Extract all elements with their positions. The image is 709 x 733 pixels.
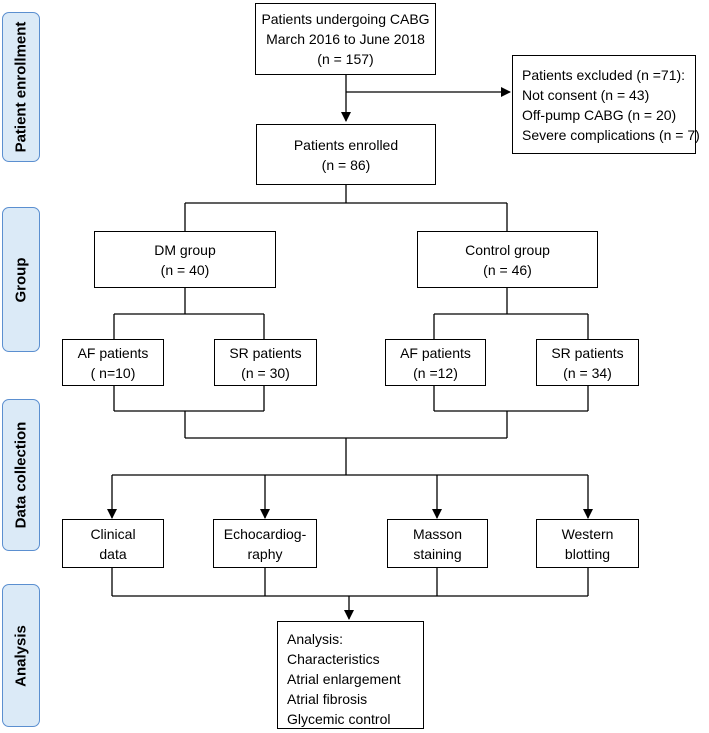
box-line: (n = 46): [483, 261, 532, 278]
box-line: SR patients: [229, 344, 302, 361]
side-label-enrollment: Patient enrollment: [2, 12, 40, 162]
screened-patients-box: Patients undergoing CABG March 2016 to J…: [255, 3, 436, 75]
dm-af-patients-box: AF patients ( n=10): [62, 339, 164, 386]
box-line: Atrial enlargement: [287, 671, 401, 687]
box-line: (n = 34): [563, 364, 612, 381]
side-label-group: Group: [2, 207, 40, 352]
side-label-enrollment-text: Patient enrollment: [12, 21, 30, 153]
excluded-patients-box: Patients excluded (n =71): Not consent (…: [512, 55, 700, 154]
control-sr-patients-box: SR patients (n = 34): [536, 339, 639, 386]
box-line: Atrial fibrosis: [287, 691, 368, 707]
analysis-box: Analysis: Characteristics Atrial enlarge…: [277, 621, 424, 729]
box-line: Off-pump CABG (n = 20): [522, 107, 677, 123]
box-line: Glycemic control: [287, 711, 391, 727]
box-line: Severe complications (n = 7): [522, 127, 700, 143]
side-label-analysis-text: Analysis: [12, 624, 30, 687]
dm-sr-patients-box: SR patients (n = 30): [214, 339, 317, 386]
box-line: Patients undergoing CABG: [261, 11, 430, 27]
box-line: blotting: [564, 545, 611, 562]
box-line: Patients enrolled: [293, 136, 399, 153]
clinical-data-box: Clinical data: [62, 519, 164, 568]
box-line: Echocardiog-: [223, 525, 307, 542]
masson-staining-box: Masson staining: [387, 519, 488, 568]
box-line: (n = 40): [160, 261, 210, 278]
box-line: Characteristics: [287, 651, 380, 667]
enrolled-patients-box: Patients enrolled (n = 86): [256, 124, 436, 185]
box-line: (n =12): [413, 364, 458, 381]
side-label-data-collection: Data collection: [2, 399, 40, 551]
box-line: AF patients: [400, 344, 471, 361]
side-label-group-text: Group: [12, 257, 30, 302]
box-line: Control group: [465, 241, 550, 258]
box-line: (n = 30): [241, 364, 290, 381]
echocardiography-box: Echocardiog- raphy: [213, 519, 317, 568]
box-line: Clinical: [90, 525, 136, 542]
box-line: ( n=10): [90, 364, 136, 381]
box-line: raphy: [247, 545, 283, 562]
box-line: Masson: [412, 525, 463, 542]
western-blotting-box: Western blotting: [536, 519, 639, 568]
control-af-patients-box: AF patients (n =12): [385, 339, 486, 386]
box-line: March 2016 to June 2018: [266, 31, 425, 47]
side-label-analysis: Analysis: [2, 584, 40, 727]
box-line: data: [99, 545, 127, 562]
box-line: Not consent (n = 43): [522, 87, 650, 103]
box-line: Patients excluded (n =71):: [522, 67, 686, 83]
box-line: Analysis:: [287, 631, 344, 647]
box-line: (n = 157): [317, 51, 374, 67]
box-line: staining: [413, 545, 462, 562]
box-line: SR patients: [551, 344, 624, 361]
box-line: Western: [561, 525, 614, 542]
side-label-data-collection-text: Data collection: [12, 421, 30, 529]
box-line: (n = 86): [321, 156, 371, 173]
box-line: DM group: [154, 241, 216, 258]
dm-group-box: DM group (n = 40): [94, 231, 276, 288]
box-line: AF patients: [77, 344, 149, 361]
control-group-box: Control group (n = 46): [417, 231, 598, 288]
